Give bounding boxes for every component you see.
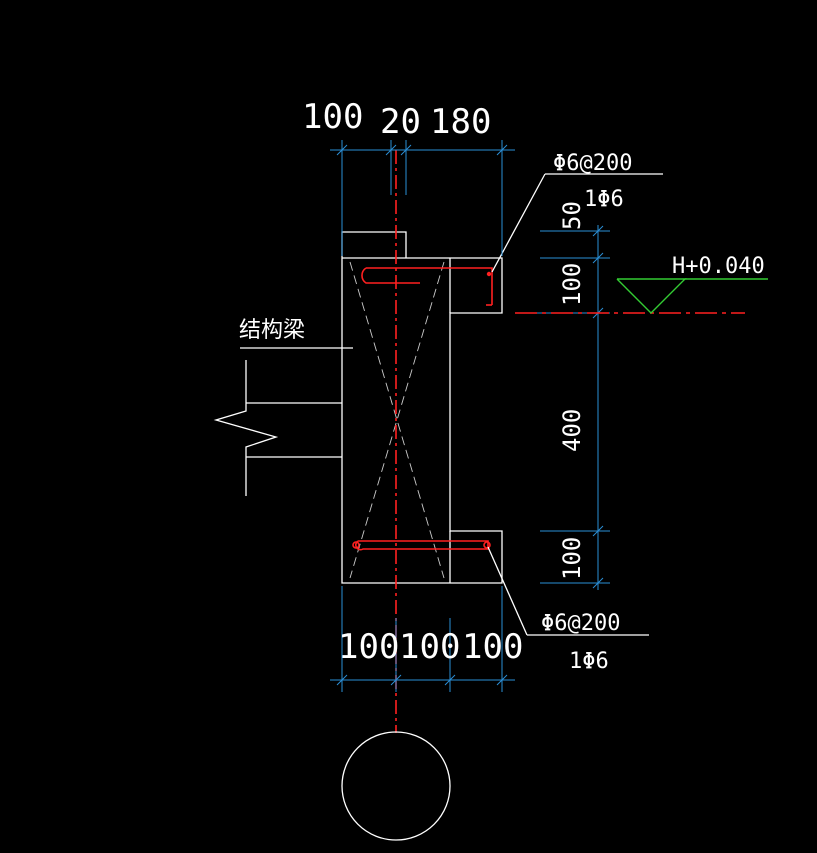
top-dim-100: 100 xyxy=(302,97,363,137)
bottom-rebar-label: Φ6@200 xyxy=(541,611,620,636)
bottom-dim-100-left: 100 xyxy=(338,627,399,667)
level-label: H+0.040 xyxy=(672,254,765,279)
right-dim-50: 50 xyxy=(558,201,586,230)
bottom-dim-100-right: 100 xyxy=(462,627,523,667)
top-dim-180: 180 xyxy=(430,102,491,142)
top-rebar-sub-label: 1Φ6 xyxy=(584,187,624,212)
rebar-top xyxy=(361,267,493,306)
rebar-bottom xyxy=(352,540,491,551)
right-dim-400: 400 xyxy=(558,409,586,452)
rebar-leaders xyxy=(487,173,663,636)
bottom-dim-100-mid: 100 xyxy=(399,627,460,667)
top-dim-20: 20 xyxy=(380,102,421,142)
right-dim-100-top: 100 xyxy=(558,263,586,306)
bottom-dimension-chain xyxy=(330,586,515,692)
top-dimension-chain xyxy=(330,140,515,256)
structural-beam xyxy=(213,347,353,496)
pile-circle xyxy=(341,731,451,841)
beam-label: 结构梁 xyxy=(239,318,305,343)
level-marker xyxy=(515,278,768,314)
section-cross-lines xyxy=(349,261,445,579)
bottom-rebar-sub-label: 1Φ6 xyxy=(569,649,609,674)
top-rebar-label: Φ6@200 xyxy=(553,151,632,176)
right-dim-100-bottom: 100 xyxy=(558,537,586,580)
wall-section-outline xyxy=(341,231,503,584)
